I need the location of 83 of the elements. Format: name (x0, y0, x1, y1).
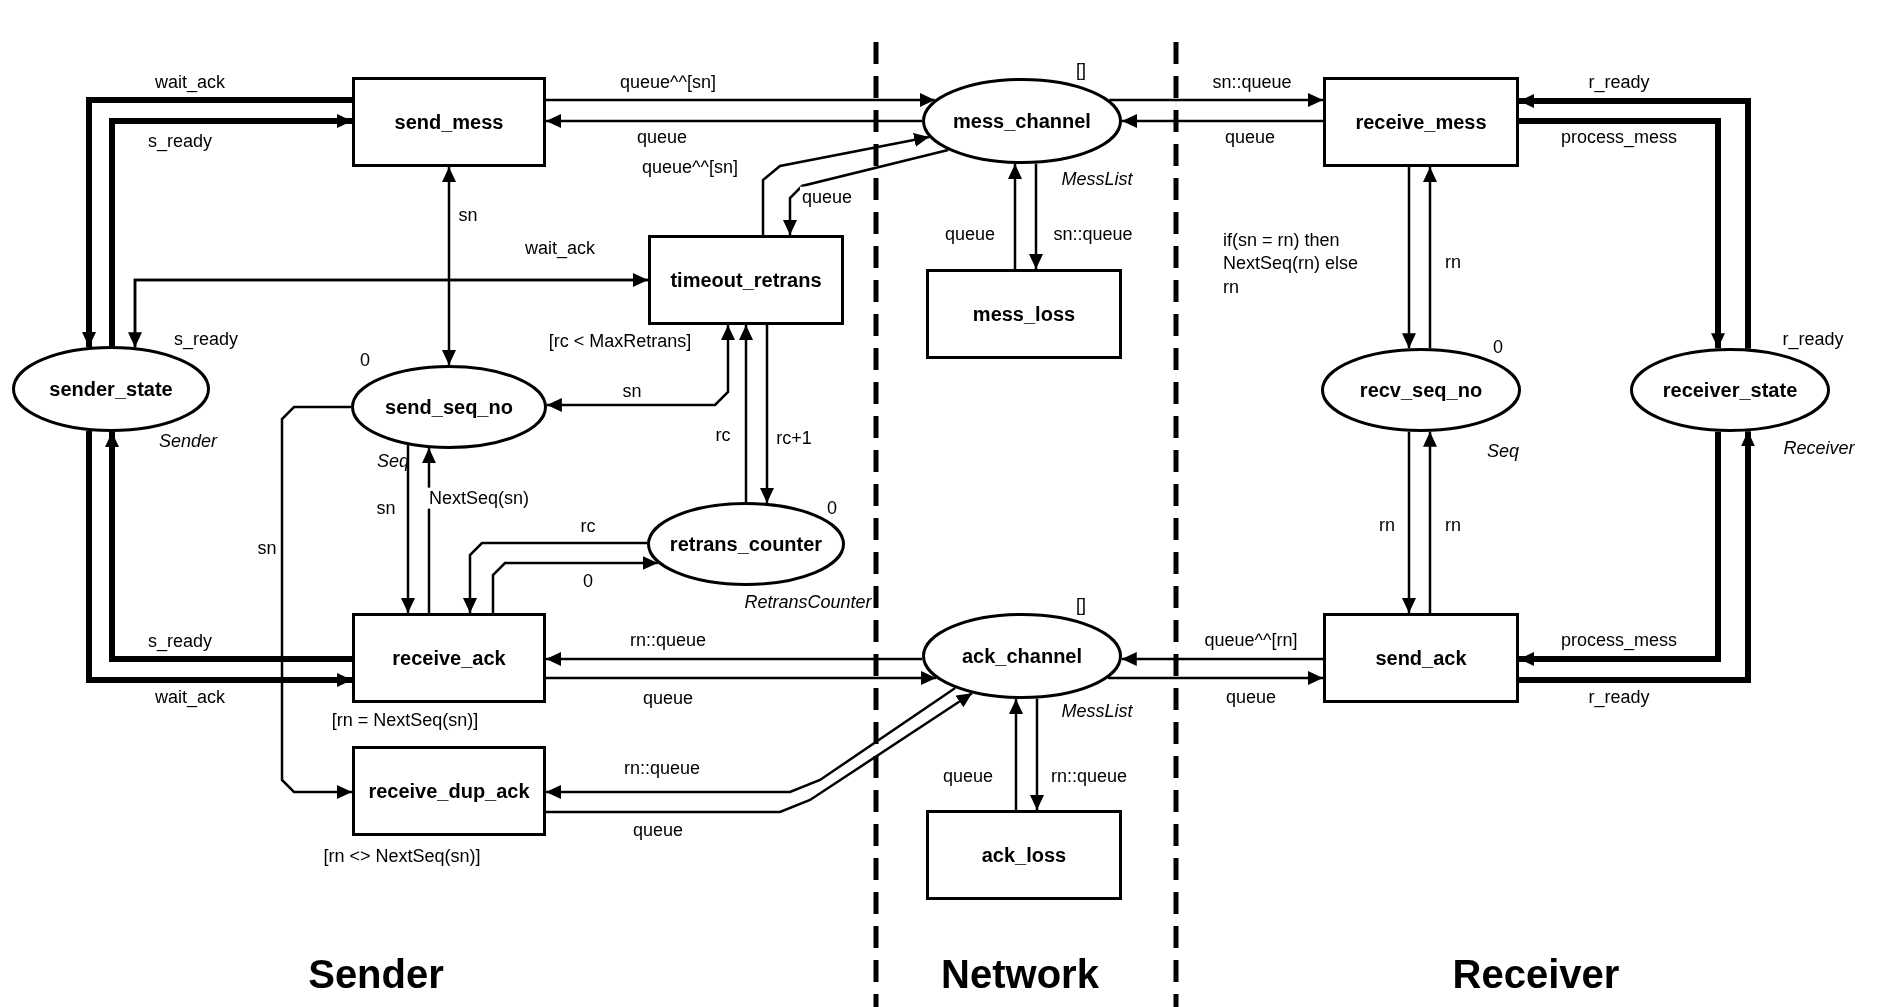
arc-arrow (546, 652, 923, 666)
arc-arrow (1402, 431, 1416, 613)
node-name: send_ack (1375, 646, 1467, 670)
arc-arrow (1008, 163, 1022, 269)
transition-box (1323, 77, 1519, 167)
transition-box (926, 269, 1122, 359)
node-name: receive_mess (1355, 110, 1487, 134)
place-ellipse (1630, 348, 1830, 432)
arc-arrow (1107, 671, 1323, 685)
arc-arrow (760, 325, 774, 503)
arc-arrow (1423, 431, 1437, 613)
transition-box (1323, 613, 1519, 703)
section-title: Sender (308, 951, 444, 997)
arc-arrow (1519, 118, 1725, 349)
node-name: send_seq_no (385, 395, 513, 419)
arc-arrow (1029, 163, 1043, 269)
arc-arrow (1519, 431, 1755, 683)
arc-arrow (546, 114, 922, 128)
node-name: receiver_state (1662, 378, 1798, 402)
node-name: retrans_counter (669, 532, 823, 556)
node-name: send_mess (394, 110, 504, 134)
node-name: receive_ack (392, 646, 506, 670)
arc-arrow (105, 432, 352, 662)
arc-arrow (546, 686, 956, 799)
place-ellipse (647, 502, 845, 586)
place-ellipse (351, 365, 547, 449)
arc-arrow (546, 325, 735, 412)
inscription-text: [rn <> NextSeq(sn)] (323, 845, 481, 867)
arc-arrow (1423, 167, 1437, 349)
inscription-text: [rc < MaxRetrans] (548, 330, 692, 352)
inscription-text: [] (1076, 594, 1086, 616)
arc-arrow (1122, 114, 1323, 128)
color-set-label: MessList (1061, 168, 1133, 190)
arc-inscription: queue (799, 186, 855, 208)
arc-arrow (546, 93, 935, 107)
transition-box (352, 77, 546, 167)
arc-inscription: NextSeq(sn) (427, 487, 531, 509)
arc-arrow (401, 445, 415, 613)
inscription-text: 0 (1493, 336, 1503, 358)
arc-arrow (82, 97, 352, 348)
color-set-label: Seq (1487, 440, 1519, 462)
transition-box (352, 746, 546, 836)
section-title: Network (941, 951, 1099, 997)
node-name: timeout_retrans (670, 268, 822, 292)
place-ellipse (922, 613, 1122, 699)
color-set-label: MessList (1061, 700, 1133, 722)
arc-arrow (280, 405, 352, 799)
arc-arrow (1121, 652, 1323, 666)
inscription-text: 0 (360, 349, 370, 371)
transition-box (648, 235, 844, 325)
arc-arrow (1109, 93, 1323, 107)
arc-arrow (783, 148, 949, 235)
arc-arrow (1402, 167, 1416, 349)
node-name: receive_dup_ack (368, 779, 530, 803)
place-ellipse (922, 78, 1122, 164)
arc-arrow (442, 167, 456, 365)
transition-box (926, 810, 1122, 900)
node-name: recv_seq_no (1359, 378, 1483, 402)
color-set-label: Sender (159, 430, 217, 452)
inscription-text: [] (1076, 59, 1086, 81)
node-name: sender_state (49, 377, 173, 401)
arc-arrow (546, 692, 973, 814)
section-title: Receiver (1452, 951, 1620, 997)
arc-arrow (1030, 698, 1044, 810)
arc-arrow (463, 541, 648, 613)
arc-arrow (1519, 431, 1721, 666)
color-set-label: RetransCounter (744, 591, 872, 613)
arc-arrow (761, 133, 930, 235)
arc-arrow (1009, 698, 1023, 810)
node-name: ack_loss (981, 843, 1067, 867)
inscription-text: [rn = NextSeq(sn)] (331, 709, 479, 731)
arc-arrow (86, 430, 352, 687)
arc-arrow (1519, 94, 1751, 349)
node-name: mess_loss (972, 302, 1076, 326)
transition-box (352, 613, 546, 703)
arc-arrow (491, 556, 658, 613)
inscription-text: 0 (827, 497, 837, 519)
arc-arrow (739, 325, 753, 502)
node-name: mess_channel (953, 109, 1091, 133)
node-name: ack_channel (961, 644, 1083, 668)
arc-arrow (109, 114, 352, 346)
color-set-label: Receiver (1783, 437, 1855, 459)
arc-arrow (546, 671, 937, 685)
